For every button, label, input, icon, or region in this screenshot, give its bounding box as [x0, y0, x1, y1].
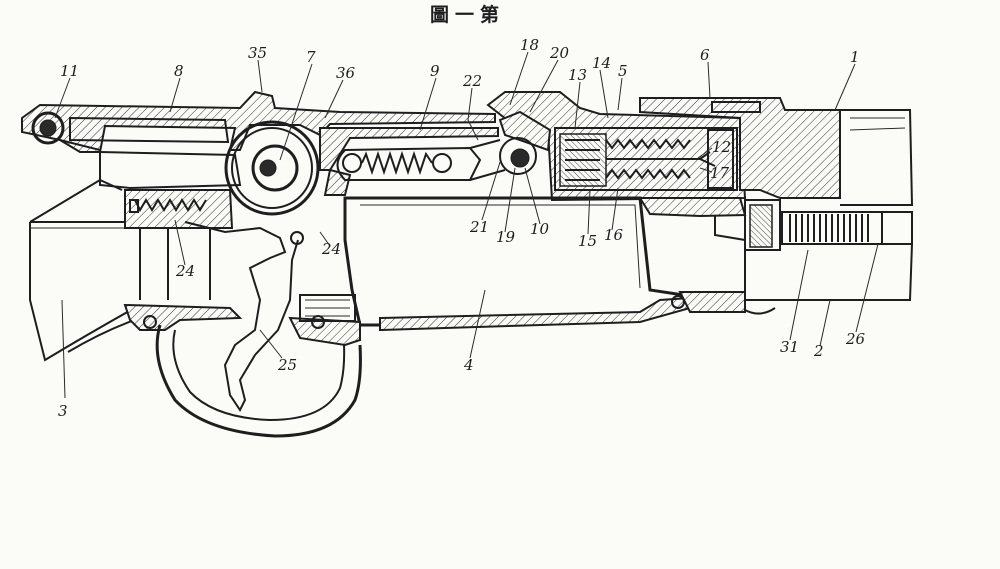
label-7: 7 — [306, 48, 316, 66]
hinge-pin — [31, 111, 65, 145]
label-4: 4 — [463, 356, 474, 374]
label-35: 35 — [248, 44, 267, 62]
label-16: 16 — [604, 226, 624, 244]
part-labels: 11 8 35 7 36 9 22 18 20 13 14 5 6 1 12 1… — [58, 36, 866, 420]
figure-title: 圖一第 — [430, 4, 506, 26]
label-24-a: 24 — [175, 262, 195, 280]
leader-lines — [54, 51, 879, 399]
label-19: 19 — [496, 228, 516, 246]
stock — [29, 178, 141, 362]
top-cover — [21, 90, 496, 189]
label-26: 26 — [845, 330, 866, 348]
label-5: 5 — [618, 62, 628, 80]
label-10: 10 — [530, 220, 550, 238]
label-15: 15 — [578, 232, 597, 250]
label-11: 11 — [60, 62, 79, 80]
receiver-rail — [319, 127, 499, 196]
label-12: 12 — [712, 138, 731, 156]
label-1: 1 — [850, 48, 860, 66]
cam-wheel — [224, 120, 320, 216]
label-18: 18 — [520, 36, 539, 54]
label-6: 6 — [700, 46, 710, 64]
label-31: 31 — [780, 338, 799, 356]
magazine — [343, 196, 776, 332]
label-36: 36 — [336, 64, 356, 82]
label-25: 25 — [277, 356, 297, 374]
label-8: 8 — [174, 62, 184, 80]
label-2: 2 — [813, 342, 824, 360]
label-9: 9 — [430, 62, 440, 80]
trigger-group — [123, 189, 362, 438]
label-24-b: 24 — [321, 240, 341, 258]
label-20: 20 — [549, 44, 570, 62]
label-21: 21 — [469, 218, 489, 236]
label-3: 3 — [58, 402, 68, 420]
extractor — [469, 110, 552, 181]
barrel — [638, 97, 914, 301]
label-17: 17 — [710, 164, 730, 182]
label-13: 13 — [568, 66, 587, 84]
label-14: 14 — [592, 54, 611, 72]
label-22: 22 — [462, 72, 482, 90]
